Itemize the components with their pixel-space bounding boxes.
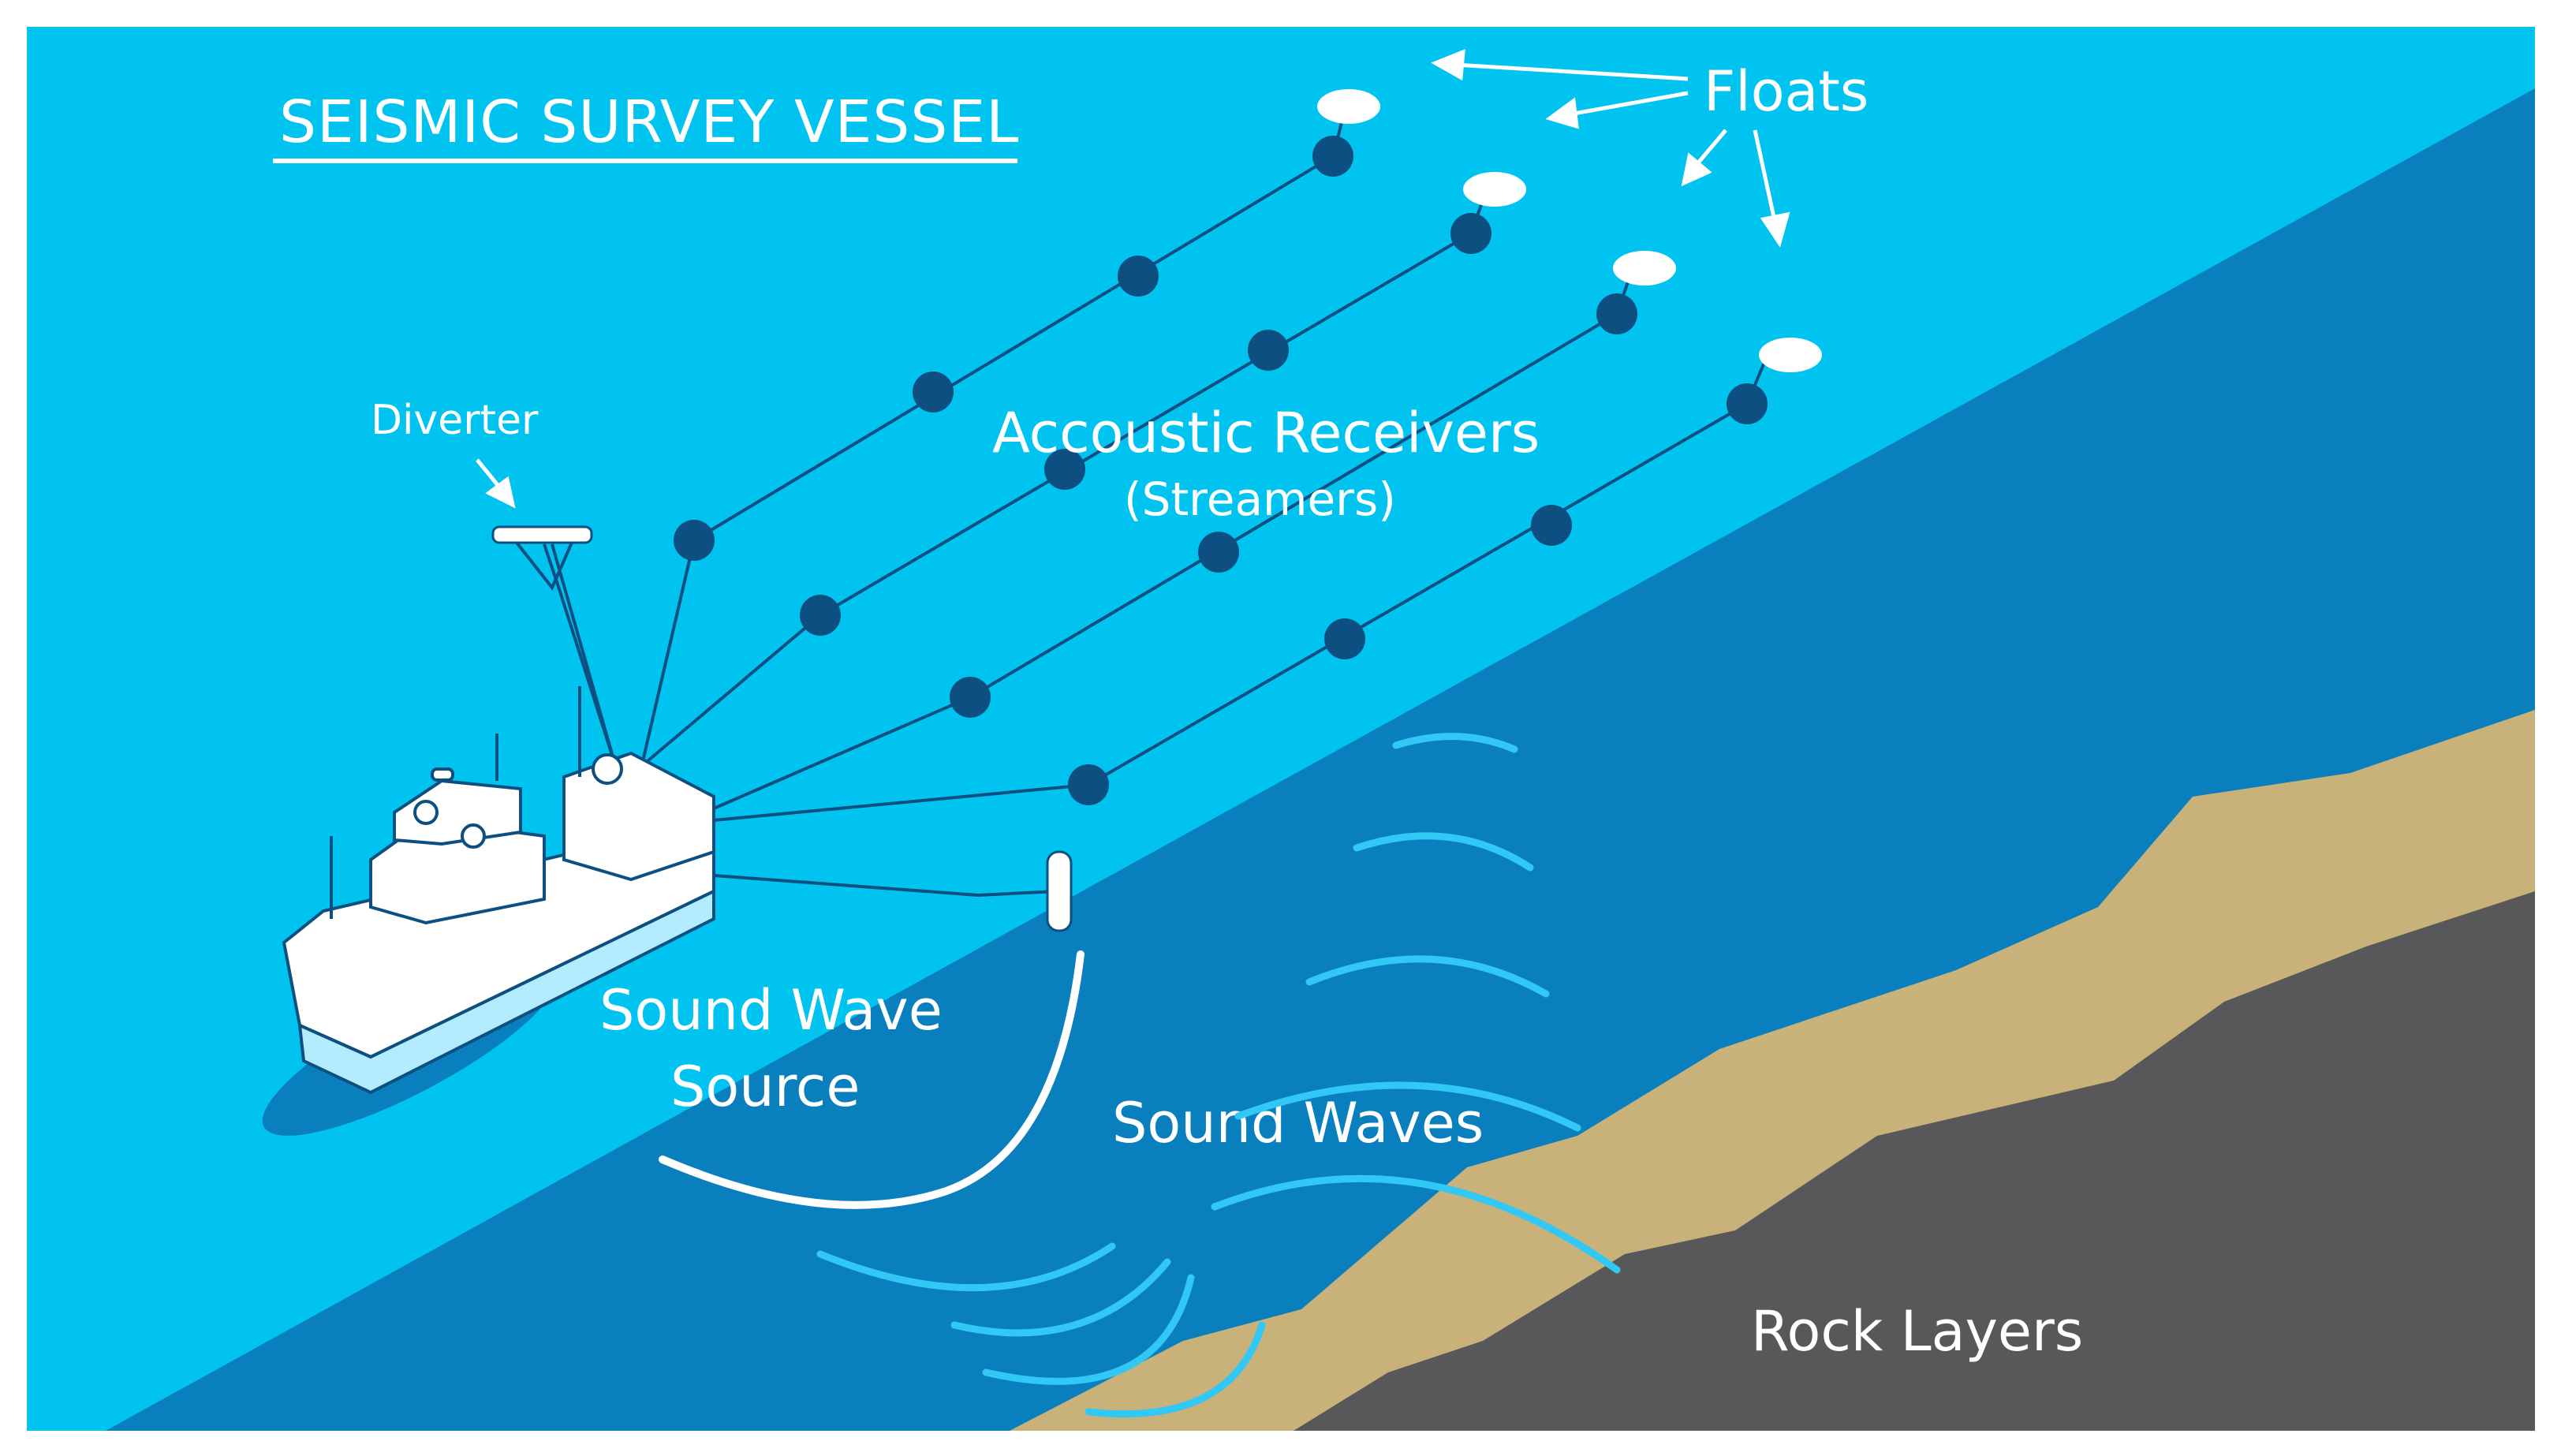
- receiver-node: [1118, 256, 1159, 297]
- receiver-node: [1450, 213, 1491, 254]
- receiver-node: [1324, 618, 1365, 659]
- streamers: [543, 110, 1768, 898]
- receiver-node: [1727, 383, 1768, 424]
- receiver-node: [1068, 764, 1109, 805]
- diagram-title: SEISMIC SURVEY VESSEL: [279, 88, 1019, 156]
- diverter-bridle: [515, 541, 573, 591]
- rock-layers-label: Rock Layers: [1751, 1299, 2083, 1364]
- receiver-node: [674, 520, 715, 561]
- ship-radome: [413, 800, 439, 825]
- streamers-label: (Streamers): [1124, 472, 1396, 526]
- sound-wave-arcs: [816, 733, 1621, 1418]
- diverter-label: Diverter: [371, 397, 539, 444]
- arrow-head: [485, 476, 516, 509]
- streamer-line-3: [713, 267, 1634, 810]
- wave-arc: [1305, 955, 1550, 998]
- arrow-head: [1681, 152, 1712, 187]
- receiver-node: [1198, 532, 1239, 573]
- receiver-node: [913, 371, 954, 413]
- receiver-node: [1248, 330, 1289, 371]
- arrow-head: [1760, 211, 1790, 248]
- receiver-node: [1531, 505, 1572, 546]
- floats-label: Floats: [1704, 59, 1868, 124]
- arrow-line: [1694, 129, 1727, 167]
- wave-arc: [816, 1242, 1116, 1292]
- arrow-line: [1454, 62, 1689, 81]
- diverter-board: [491, 525, 593, 544]
- streamer-line-2: [641, 189, 1488, 767]
- diverter-tow-line: [543, 543, 617, 766]
- arrow-line: [1569, 91, 1689, 117]
- receiver-node: [1044, 449, 1085, 490]
- source-label-line1: Sound Wave: [599, 978, 943, 1043]
- streamer-line-4: [713, 356, 1768, 822]
- receiver-node: [1596, 293, 1637, 334]
- sound-source-device: [1046, 850, 1073, 932]
- floats: [1317, 89, 1822, 372]
- source-label-line2: Source: [670, 1055, 860, 1119]
- wave-arc: [1353, 832, 1534, 872]
- arrow-head: [1545, 97, 1579, 129]
- rock-layer: [1294, 891, 2535, 1431]
- ship-radome: [592, 753, 623, 785]
- wave-arc: [1392, 733, 1518, 753]
- float: [1613, 251, 1676, 286]
- survey-ship: [262, 686, 715, 1136]
- diverter-arrow: [476, 458, 516, 509]
- arrow-line: [476, 458, 502, 491]
- wave-arc: [982, 1274, 1195, 1385]
- receiver-node: [950, 677, 991, 718]
- receiver-node: [800, 595, 841, 636]
- float: [1759, 338, 1822, 372]
- wave-arc: [1211, 1174, 1621, 1274]
- receivers-label: Accoustic Receivers: [992, 401, 1540, 465]
- receiver-nodes: [674, 136, 1768, 805]
- float: [1463, 172, 1526, 207]
- ship-hull-side: [297, 888, 715, 1095]
- wave-arc: [1234, 1081, 1581, 1132]
- diverter-tow-line-2: [551, 543, 617, 766]
- wake-arc: [659, 950, 1085, 1209]
- wave-arc: [950, 1258, 1171, 1337]
- source-tow-line: [713, 874, 1058, 898]
- ship-aft-house: [562, 751, 715, 882]
- ship-antenna: [431, 767, 454, 782]
- receiver-node: [1312, 136, 1353, 177]
- float: [1317, 89, 1380, 124]
- float-arrows: [1431, 49, 1790, 248]
- wave-arc: [1085, 1321, 1266, 1418]
- sound-waves-label: Sound Waves: [1112, 1091, 1484, 1155]
- ship-radome: [461, 823, 486, 849]
- streamer-line-1: [641, 110, 1346, 762]
- arrow-head: [1431, 49, 1465, 81]
- source-wake-arcs: [659, 950, 1085, 1209]
- arrow-line: [1753, 129, 1777, 222]
